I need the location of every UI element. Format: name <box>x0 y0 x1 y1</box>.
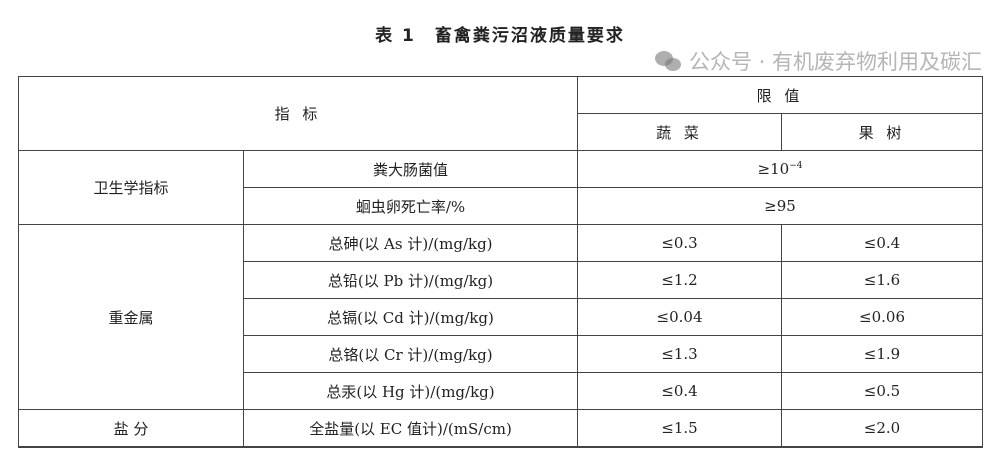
item-label: 蛔虫卵死亡率/% <box>243 187 578 225</box>
item-label: 总铅(以 Pb 计)/(mg/kg) <box>243 261 578 299</box>
fruit-tree-value: ≤1.6 <box>781 261 983 299</box>
group-label: 卫生学指标 <box>18 150 244 225</box>
fruit-tree-value: ≤0.5 <box>781 372 983 410</box>
table-row: 盐 分 全盐量(以 EC 值计)/(mS/cm) ≤1.5 ≤2.0 <box>18 409 983 448</box>
item-label: 总砷(以 As 计)/(mg/kg) <box>243 224 578 262</box>
fruit-tree-value: ≤0.06 <box>781 298 983 336</box>
table-title: 表 1 畜禽粪污沼液质量要求 <box>375 26 625 46</box>
vegetable-value: ≤0.04 <box>577 298 782 336</box>
exponent: −4 <box>789 161 803 171</box>
table-row: 重金属 总砷(以 As 计)/(mg/kg) ≤0.3 ≤0.4 <box>18 224 983 410</box>
fruit-tree-value: ≤1.9 <box>781 335 983 373</box>
vegetable-value: ≤1.5 <box>577 409 782 448</box>
watermark: 公众号 · 有机废弃物利用及碳汇 <box>654 50 982 74</box>
table-row: 总镉(以 Cd 计)/(mg/kg) ≤0.04 ≤0.06 <box>19 298 983 336</box>
header-row: 指 标 限 值 <box>18 76 983 151</box>
table-row: 总铬(以 Cr 计)/(mg/kg) ≤1.3 ≤1.9 <box>19 335 983 373</box>
item-label: 粪大肠菌值 <box>243 150 578 188</box>
table-row: 卫生学指标 粪大肠菌值 ≥10−4 <box>18 150 983 225</box>
header-fruit-tree: 果 树 <box>781 113 983 151</box>
item-label: 总汞(以 Hg 计)/(mg/kg) <box>243 372 578 410</box>
shared-value: ≥10−4 <box>577 150 983 188</box>
vegetable-value: ≤1.3 <box>577 335 782 373</box>
group-label: 重金属 <box>18 224 244 410</box>
watermark-text: 公众号 · 有机废弃物利用及碳汇 <box>688 50 982 74</box>
vegetable-value: ≤1.2 <box>577 261 782 299</box>
table-row: 总汞(以 Hg 计)/(mg/kg) ≤0.4 ≤0.5 <box>19 372 983 410</box>
shared-value: ≥95 <box>577 187 983 225</box>
group-label: 盐 分 <box>18 409 244 448</box>
fruit-tree-value: ≤0.4 <box>781 224 983 262</box>
quality-table: 指 标 限 值 蔬 菜 果 树 卫生学指标 粪大肠菌值 ≥10−4 蛔虫卵死亡率… <box>18 76 983 448</box>
value-text: ≥10 <box>757 160 790 178</box>
vegetable-value: ≤0.3 <box>577 224 782 262</box>
header-indicator: 指 标 <box>18 76 578 151</box>
header-limit: 限 值 <box>577 76 983 114</box>
header-row: 蔬 菜 果 树 <box>19 113 983 151</box>
fruit-tree-value: ≤2.0 <box>781 409 983 448</box>
header-vegetable: 蔬 菜 <box>577 113 782 151</box>
item-label: 总镉(以 Cd 计)/(mg/kg) <box>243 298 578 336</box>
table-row: 蛔虫卵死亡率/% ≥95 <box>19 187 983 225</box>
vegetable-value: ≤0.4 <box>577 372 782 410</box>
wechat-icon <box>654 51 683 73</box>
table-row: 总铅(以 Pb 计)/(mg/kg) ≤1.2 ≤1.6 <box>19 261 983 299</box>
item-label: 总铬(以 Cr 计)/(mg/kg) <box>243 335 578 373</box>
item-label: 全盐量(以 EC 值计)/(mS/cm) <box>243 409 578 448</box>
